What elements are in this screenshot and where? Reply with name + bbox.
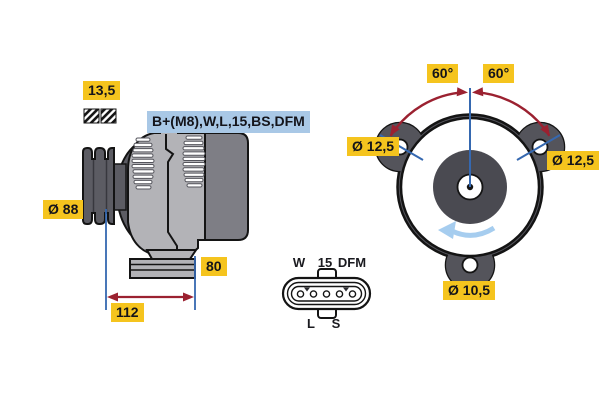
connector-body <box>290 285 363 302</box>
hole-diameter-right-label: Ø 12,5 <box>547 151 600 170</box>
vent-slots-front <box>131 137 155 190</box>
connector-key-notch <box>304 287 310 292</box>
hole-diameter-left-label: Ø 12,5 <box>347 137 400 156</box>
foot-neck <box>145 249 198 260</box>
hole-diameter-bottom-label: Ø 10,5 <box>443 281 496 300</box>
terminal-code-label: B+(M8),W,L,15,BS,DFM <box>147 111 310 133</box>
front-view-drawing <box>374 87 566 291</box>
angle-left-label: 60° <box>427 64 459 83</box>
dimension-line-112 <box>105 209 196 310</box>
belt-profile-hatch-icon <box>83 108 117 124</box>
pin-label-l: L <box>307 316 315 331</box>
vent-slots-rear <box>182 135 206 188</box>
connector-key-notch <box>343 287 349 292</box>
connector-seal <box>286 281 367 306</box>
overall-length-label: 112 <box>111 303 144 322</box>
belt-width-label: 13,5 <box>83 81 121 100</box>
mount-hole-bottom <box>461 256 479 274</box>
pulley <box>82 147 115 225</box>
side-view-drawing <box>82 108 249 310</box>
housing-seam <box>165 134 178 253</box>
mounting-foot <box>129 258 196 279</box>
pulley-diameter-label: Ø 88 <box>43 200 84 219</box>
rear-cover <box>203 132 249 241</box>
angle-right-label: 60° <box>483 64 515 83</box>
mount-width-label: 80 <box>201 257 227 276</box>
pin-label-15: 15 <box>317 255 333 270</box>
connector-pins <box>296 290 357 298</box>
angle-arcs <box>389 87 551 137</box>
pin-label-dfm: DFM <box>337 255 367 270</box>
connector-drawing <box>281 268 372 319</box>
pin-label-w: W <box>292 255 306 270</box>
pin-label-s: S <box>331 316 341 331</box>
rotation-arrow-icon <box>438 221 496 239</box>
